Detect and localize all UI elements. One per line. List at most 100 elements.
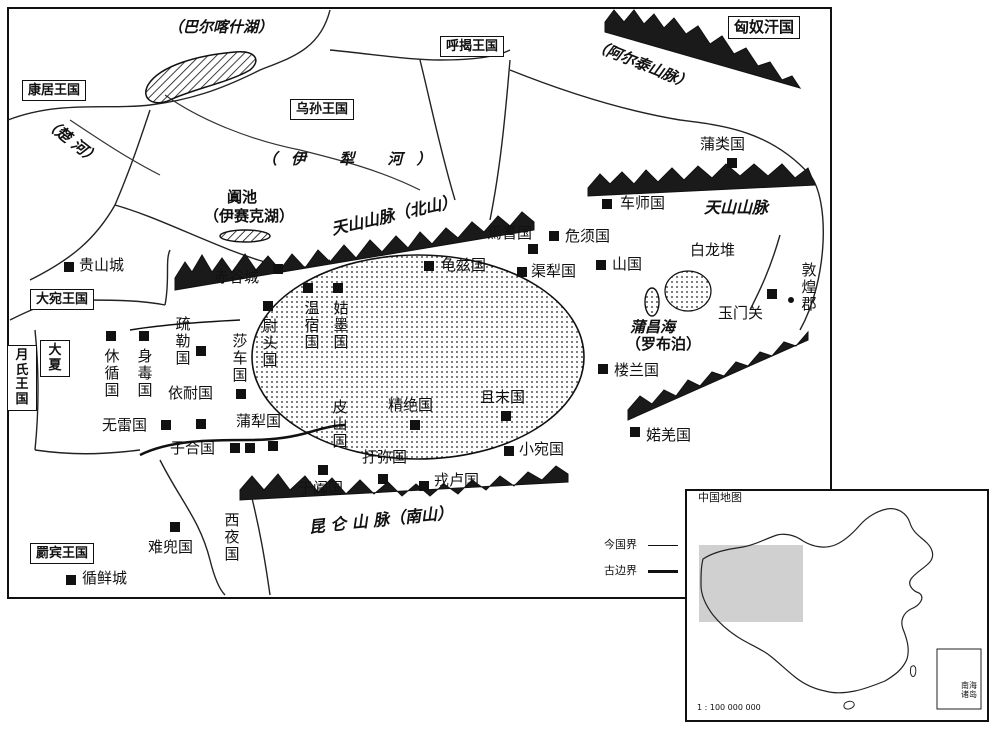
legend-ancient-border-line	[648, 570, 678, 573]
label-qiemo: 且末国	[480, 388, 526, 406]
label-shan: 山国	[612, 255, 643, 273]
marker-guishan	[64, 262, 74, 272]
marker-chuoqiang	[630, 427, 640, 437]
marker-shan	[596, 260, 606, 270]
label-lop-2: （罗布泊）	[626, 335, 702, 353]
label-guishan: 贵山城	[79, 256, 125, 274]
ancient-frontier-north	[129, 319, 241, 331]
marker-cheshi	[602, 199, 612, 209]
legend-modern-border-line	[648, 545, 678, 546]
label-chigu: 赤谷城	[214, 268, 260, 286]
inset-south-sea-label: 南海诸岛	[961, 681, 977, 699]
label-yutou: 尉头国	[262, 317, 278, 369]
border-kangju-wusun	[7, 9, 331, 121]
inset-south-sea-box	[936, 648, 982, 710]
border-yuezhi	[34, 449, 141, 455]
issyk-lake	[219, 229, 271, 243]
marker-gumo	[333, 283, 343, 293]
label-bailongdui: 白龙堆	[690, 241, 736, 259]
label-balkhash: （巴尔喀什湖）	[168, 18, 274, 36]
label-yanqi: 焉耆国	[487, 224, 533, 242]
marker-dunhuang	[788, 297, 794, 303]
marker-wensu	[303, 283, 313, 293]
marker-pulei	[727, 158, 737, 168]
label-wensu: 温宿国	[304, 299, 320, 351]
label-nandou: 难兜国	[148, 538, 194, 556]
label-issyk-1: 阗池	[227, 188, 258, 206]
legend-modern-border-label: 今国界	[604, 538, 637, 551]
marker-loulan	[598, 364, 608, 374]
border-jibin	[159, 459, 226, 596]
label-tianshan-east: 天山山脉	[704, 198, 769, 217]
inset-hainan	[843, 700, 855, 710]
label-xiaoyuan: 小宛国	[519, 440, 565, 458]
inset-china-outline	[700, 508, 934, 694]
marker-shendu	[139, 331, 149, 341]
inset-taiwan	[910, 665, 917, 678]
border-dunhuang	[749, 234, 781, 311]
marker-quli	[517, 267, 527, 277]
label-ili-river: （伊 犁 河）	[262, 150, 446, 168]
label-xunxian: 循鲜城	[82, 569, 128, 587]
mountain-ranges	[174, 9, 816, 501]
label-quli: 渠犁国	[531, 262, 577, 280]
label-huijie: 呼揭王国	[440, 36, 505, 57]
marker-yumi	[378, 474, 388, 484]
border-wusun-east	[489, 59, 511, 221]
label-xiuxun: 休循国	[104, 347, 120, 399]
inset-map	[699, 508, 982, 710]
marker-xunxian	[66, 575, 76, 585]
marker-qiuci	[424, 261, 434, 271]
border-dayuan-east	[164, 249, 171, 306]
marker-shache	[236, 389, 246, 399]
marker-zihe-2	[245, 443, 255, 453]
label-loulan: 楼兰国	[614, 361, 660, 379]
label-pujie: 蒲犁国	[236, 412, 282, 430]
inset-scale: 1 : 100 000 000	[697, 703, 761, 712]
label-pishan: 皮山国	[332, 398, 348, 450]
altun-range	[627, 330, 809, 421]
label-cheshi: 车师国	[620, 194, 666, 212]
label-shache: 莎车国	[232, 332, 248, 384]
label-yutian: 于阗国	[298, 479, 344, 497]
label-gumo: 姑墨国	[333, 299, 349, 351]
legend-ancient-border-label: 古边界	[604, 564, 637, 577]
border-wusun-west	[29, 109, 151, 281]
rivers	[69, 94, 421, 191]
marker-chigu	[273, 264, 283, 274]
altai-range	[604, 9, 802, 89]
marker-shule	[196, 346, 206, 356]
label-dayuan: 大宛王国	[30, 289, 95, 310]
label-jingjue: 精绝国	[388, 396, 434, 414]
marker-yutian	[318, 465, 328, 475]
marker-jingjue	[410, 420, 420, 430]
label-yinai: 依耐国	[168, 384, 214, 402]
label-lop-1: 蒲昌海	[630, 318, 676, 336]
tianshan-east-range	[587, 163, 816, 197]
label-weixu: 危须国	[565, 227, 611, 245]
inset-title: 中国地图	[698, 491, 742, 504]
label-pulei: 蒲类国	[700, 135, 746, 153]
label-dunhuang: 敦煌郡	[801, 261, 817, 313]
marker-yumenguan	[767, 289, 777, 299]
label-shule: 疏勒国	[175, 315, 191, 367]
marker-wulei	[161, 420, 171, 430]
label-wulei: 无雷国	[102, 416, 148, 434]
kunlun-range	[239, 465, 569, 501]
border-huijie-south	[419, 59, 456, 201]
label-rongly: 戎卢国	[434, 471, 480, 489]
marker-yinai	[196, 419, 206, 429]
label-daxia: 大夏	[40, 340, 70, 378]
marker-xiuxun	[106, 331, 116, 341]
marker-nandou	[170, 522, 180, 532]
label-shendu: 身毒国	[137, 347, 153, 399]
label-issyk-2: （伊赛克湖）	[204, 207, 295, 225]
marker-yutou	[263, 301, 273, 311]
label-yuezhi: 月氏王国	[7, 345, 37, 412]
taklamakan-desert	[251, 254, 585, 460]
label-chuoqiang: 婼羌国	[646, 426, 692, 444]
ili-river	[164, 94, 421, 191]
marker-zihe-1	[230, 443, 240, 453]
